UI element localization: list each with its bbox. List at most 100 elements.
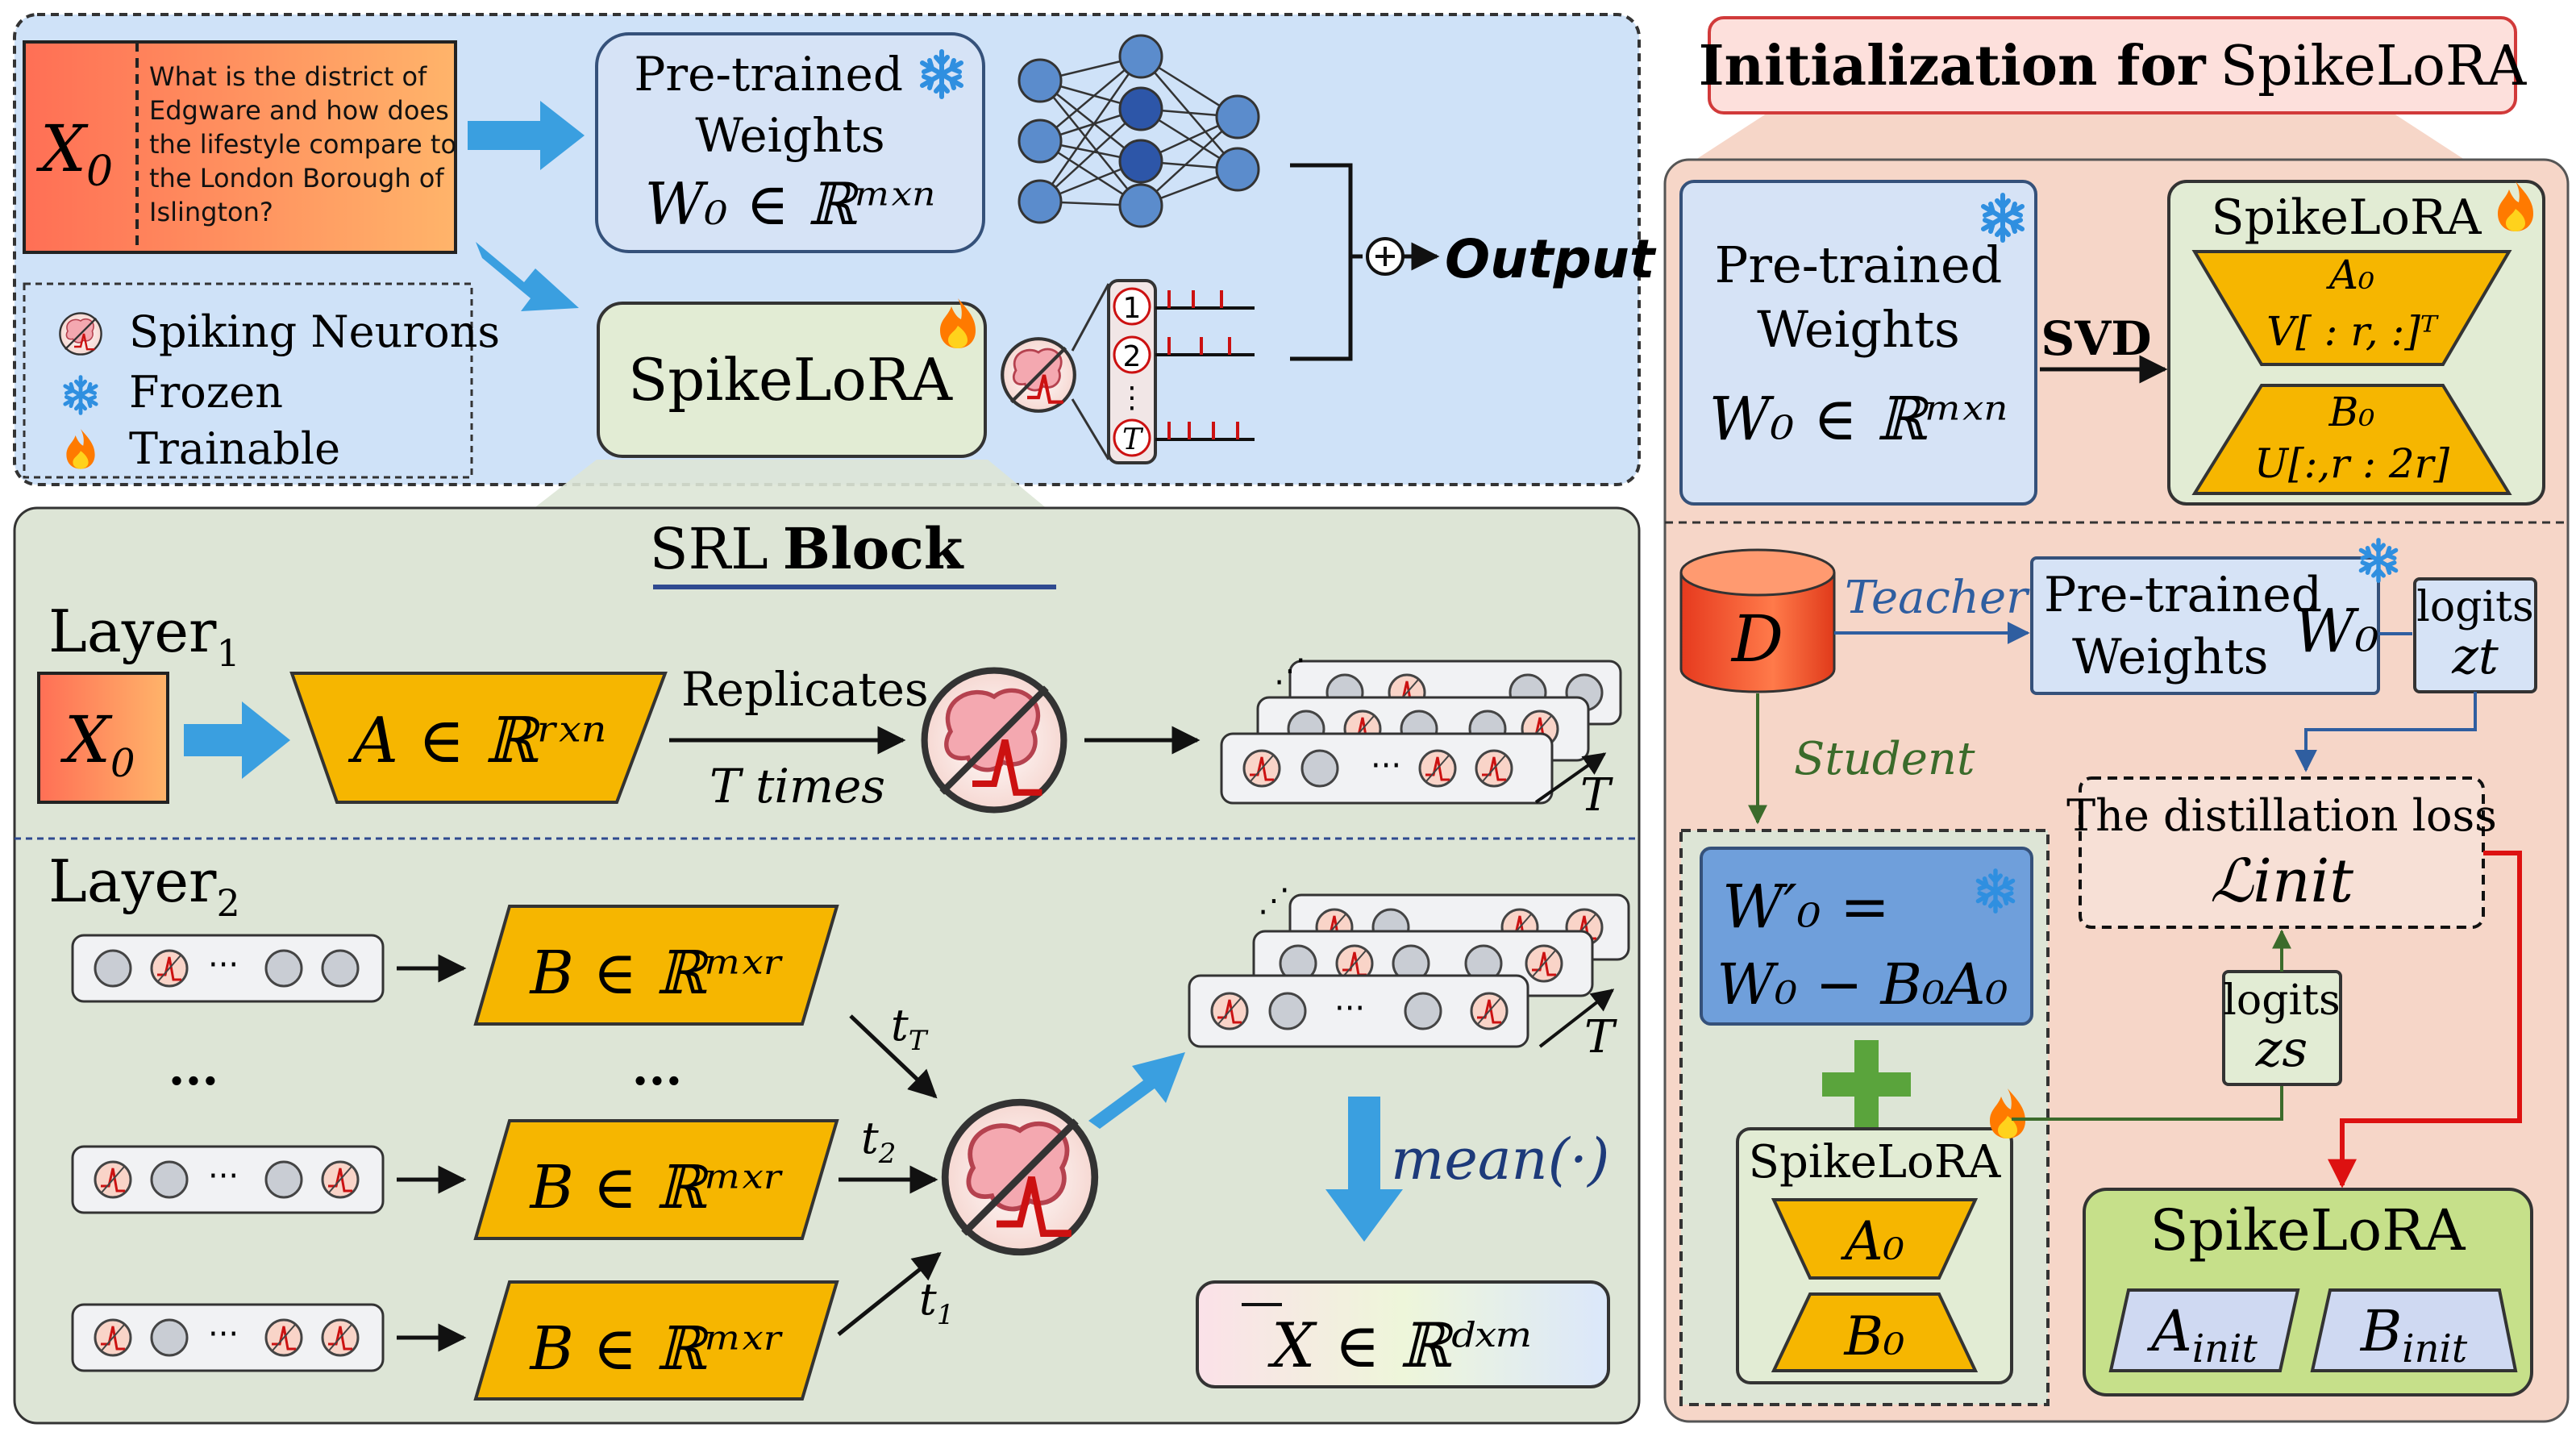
svg-text:W₀: W₀ [2294, 597, 2379, 666]
svg-text:logits: logits [2223, 976, 2340, 1025]
svd-label: SVD [2041, 311, 2151, 366]
top-panel: X0 What is the district of Edgware and h… [13, 13, 1657, 486]
question-line: Islington? [149, 197, 273, 227]
neural-network [1017, 34, 1260, 228]
pretrained-weights-box: Pre-trained Weights W₀ ∈ ℝᵐˣⁿ [595, 32, 985, 253]
svg-text:B₀: B₀ [1844, 1305, 1905, 1367]
svg-text:1: 1 [1123, 292, 1142, 325]
svg-text:zt: zt [2451, 626, 2499, 685]
blue-arrow-layer1 [184, 701, 290, 779]
svg-text:B₀: B₀ [2328, 389, 2375, 435]
mean-down-arrow [1325, 1097, 1403, 1242]
legend-frozen: Frozen [129, 367, 283, 418]
blue-arrow-to-pretrained [468, 101, 585, 170]
svg-text:D: D [1730, 601, 1783, 676]
svg-text:...: ... [632, 1040, 683, 1097]
svg-text:A₀: A₀ [1840, 1210, 1904, 1272]
red-init-path [2328, 851, 2522, 1188]
svg-text:B ∈ ℝᵐˣʳ: B ∈ ℝᵐˣʳ [528, 1314, 784, 1384]
svg-text:Weights: Weights [2072, 629, 2268, 685]
svg-text:···: ··· [1371, 747, 1401, 785]
layer2-row-1: ··· B ∈ ℝᵐˣʳ [71, 1280, 839, 1401]
output-label: Output [1445, 228, 1657, 290]
svg-text:⋰: ⋰ [1258, 882, 1290, 919]
svg-text:···: ··· [208, 947, 239, 984]
init-spikelora-svd-box: SpikeLoRA A₀ V[ : r, :]ᵀ B₀ U[:,r : 2r] [2167, 180, 2545, 506]
xbar-output: X ∈ ℝᵈˣᵐ [1196, 1280, 1610, 1388]
svg-text:X ∈ ℝᵈˣᵐ: X ∈ ℝᵈˣᵐ [1267, 1309, 1534, 1381]
svg-text:SpikeLoRA: SpikeLoRA [2211, 189, 2482, 246]
svg-text:SpikeLoRA: SpikeLoRA [628, 346, 953, 414]
question-line: What is the district of [149, 61, 427, 92]
spiking-neuron-icon [925, 671, 1064, 810]
svg-text:Weights: Weights [1757, 300, 1960, 359]
svg-text:···: ··· [1334, 990, 1365, 1027]
svg-text:Weights: Weights [695, 108, 884, 163]
teacher-pretrained-box: Pre-trained Weights W₀ [2030, 540, 2396, 695]
blue-arrow-to-spikelora [476, 242, 579, 311]
svg-text:logits: logits [2416, 583, 2533, 631]
legend-spiking: Spiking Neurons [129, 306, 500, 357]
layer2-row-2: ··· B ∈ ℝᵐˣʳ [71, 1119, 839, 1240]
svg-text:A₀: A₀ [2326, 252, 2374, 298]
teacher-label: Teacher [1845, 572, 2030, 624]
svg-text:···: ··· [208, 1316, 239, 1353]
svg-text:W′₀ =: W′₀ = [1722, 872, 1890, 942]
question-line: the London Borough of [149, 163, 444, 194]
svg-text:···: ··· [208, 1158, 239, 1195]
logits-zt-box: logits zt [2413, 577, 2537, 693]
svg-text:T: T [1584, 1011, 1617, 1063]
svg-text:X0: X0 [35, 111, 113, 196]
svg-text:⋰: ⋰ [1274, 652, 1306, 689]
matrix-b-label: B ∈ ℝᵐˣʳ [528, 939, 784, 1008]
svg-text:T: T [1122, 423, 1144, 456]
svg-text:Pre-trained: Pre-trained [1715, 235, 2003, 294]
matrix-a-label: A ∈ ℝʳˣⁿ [348, 705, 607, 777]
svg-text:W₀ − B₀A₀: W₀ − B₀A₀ [1717, 951, 2008, 1018]
blue-arrow-layer2 [1088, 1052, 1185, 1129]
t-times-label: T times [710, 759, 885, 814]
combine-bracket [1290, 163, 1363, 361]
final-spikelora-box: SpikeLoRA Ainit Binit [2083, 1188, 2533, 1396]
svg-text:...: ... [169, 1040, 219, 1097]
input-question-card: X0 What is the district of Edgware and h… [23, 40, 457, 254]
svg-text:The distillation loss: The distillation loss [2066, 790, 2497, 841]
mean-label: mean(·) [1391, 1126, 1610, 1193]
svg-text:zs: zs [2255, 1019, 2308, 1078]
replicates-label: Replicates [681, 662, 929, 717]
student-spikelora-box: SpikeLoRA A₀ B₀ [1736, 1088, 2025, 1384]
svg-text:ℒinit: ℒinit [2210, 847, 2353, 916]
logits-zs-box: logits zs [2222, 970, 2342, 1086]
student-label: Student [1794, 733, 1975, 785]
legend: Spiking Neurons Frozen Trainable [23, 282, 500, 479]
dataset-cylinder: D [1679, 548, 1836, 693]
spike-timesteps: 1 2 ⋮ T [1002, 279, 1255, 464]
question-line: Edgware and how does [149, 95, 449, 126]
srl-zoom-wedge [532, 460, 1048, 510]
spiking-neuron-icon-layer2 [945, 1102, 1095, 1252]
layer2-spike-stack: ··· ⋰ T [1188, 882, 1630, 1063]
init-pretrained-box: Pre-trained Weights W₀ ∈ ℝᵐˣⁿ [1679, 180, 2037, 506]
layer1-spike-stack: ··· ⋰ T [1220, 652, 1622, 822]
distillation-loss-box: The distillation loss ℒinit [2066, 776, 2497, 929]
svg-text:⋮: ⋮ [1117, 381, 1147, 414]
svg-text:W₀ ∈ ℝᵐˣⁿ: W₀ ∈ ℝᵐˣⁿ [1709, 385, 2008, 454]
layer1-x0: X0 [60, 702, 135, 786]
layer2-row-t: ··· B ∈ ℝᵐˣʳ [71, 905, 839, 1026]
legend-trainable: Trainable [129, 423, 340, 474]
svg-text:SpikeLoRA: SpikeLoRA [2150, 1197, 2466, 1263]
svg-text:B ∈ ℝᵐˣʳ: B ∈ ℝᵐˣʳ [528, 1153, 784, 1222]
w0-formula: W₀ ∈ ℝᵐˣⁿ [645, 170, 936, 238]
question-line: the lifestyle compare to [149, 129, 456, 160]
svg-text:Pre-trained: Pre-trained [634, 47, 903, 102]
svg-text:2: 2 [1123, 340, 1142, 373]
init-wedge [1693, 109, 2467, 161]
w0prime-box: W′₀ = W₀ − B₀A₀ [1700, 847, 2033, 1026]
svg-text:SpikeLoRA: SpikeLoRA [1749, 1136, 2001, 1188]
layer1-label: Layer1 [48, 597, 240, 675]
